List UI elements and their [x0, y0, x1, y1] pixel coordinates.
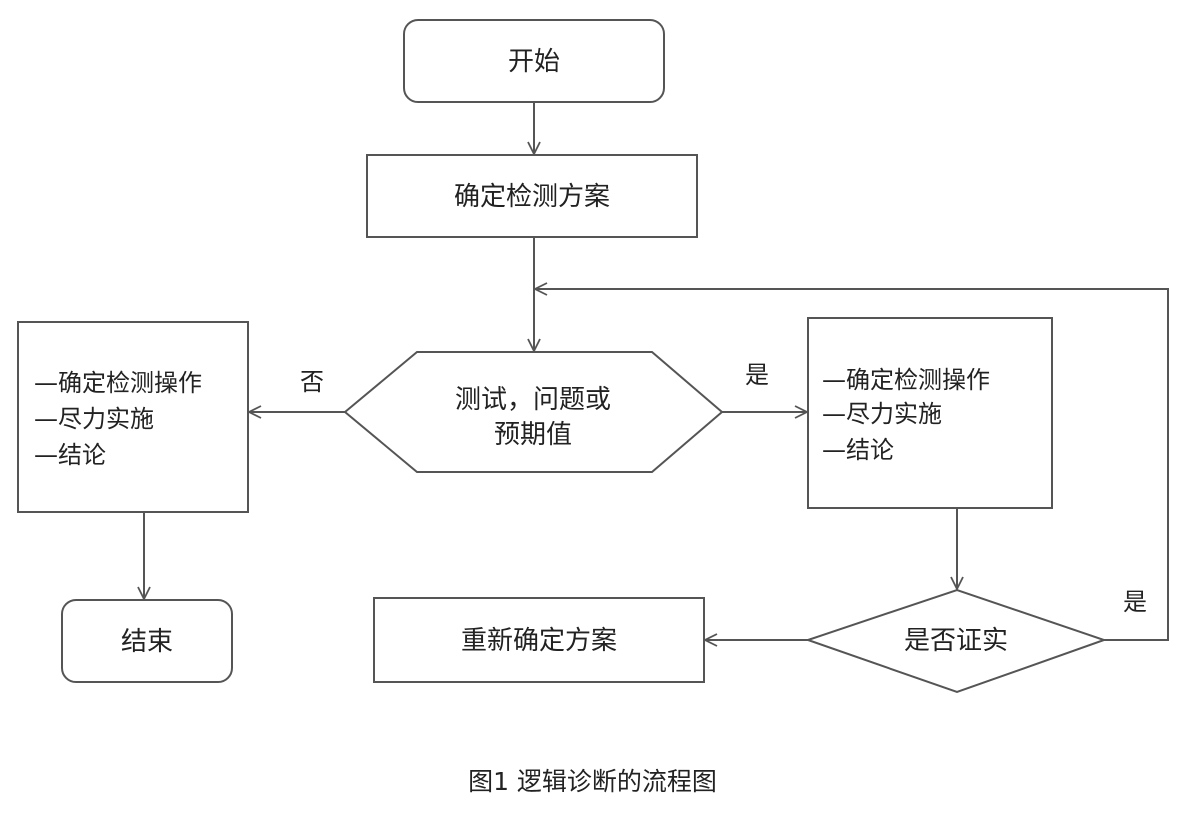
plan-node: 确定检测方案: [366, 154, 698, 238]
edge-label-loop-yes: 是: [1123, 588, 1147, 616]
edge-label-yes: 是: [745, 361, 769, 389]
left-item-1: —确定检测操作: [34, 369, 202, 397]
left-action-box: —确定检测操作 —尽力实施 —结论: [17, 321, 249, 513]
start-label: 开始: [508, 47, 560, 77]
plan-label: 确定检测方案: [454, 182, 610, 212]
right-action-box: —确定检测操作 —尽力实施 —结论: [807, 317, 1053, 509]
right-item-3: —结论: [822, 436, 894, 464]
test-label-line-1: 测试，问题或: [455, 385, 611, 415]
left-item-3: —结论: [34, 441, 106, 469]
right-item-2: —尽力实施: [822, 400, 942, 428]
left-item-2: —尽力实施: [34, 405, 154, 433]
confirm-label: 是否证实: [904, 626, 1008, 656]
test-decision-node: 测试，问题或 预期值: [343, 351, 724, 473]
edge-label-no: 否: [300, 368, 324, 396]
end-label: 结束: [121, 627, 173, 657]
confirm-decision-node: 是否证实: [804, 588, 1108, 694]
test-label-line-2: 预期值: [494, 420, 572, 450]
replan-label: 重新确定方案: [461, 626, 617, 656]
end-node: 结束: [61, 599, 233, 683]
replan-node: 重新确定方案: [373, 597, 705, 683]
start-node: 开始: [403, 19, 665, 103]
figure-caption: 图1 逻辑诊断的流程图: [468, 767, 717, 796]
right-item-1: —确定检测操作: [822, 366, 990, 394]
edge-confirm-loop-yes: [535, 289, 1169, 641]
